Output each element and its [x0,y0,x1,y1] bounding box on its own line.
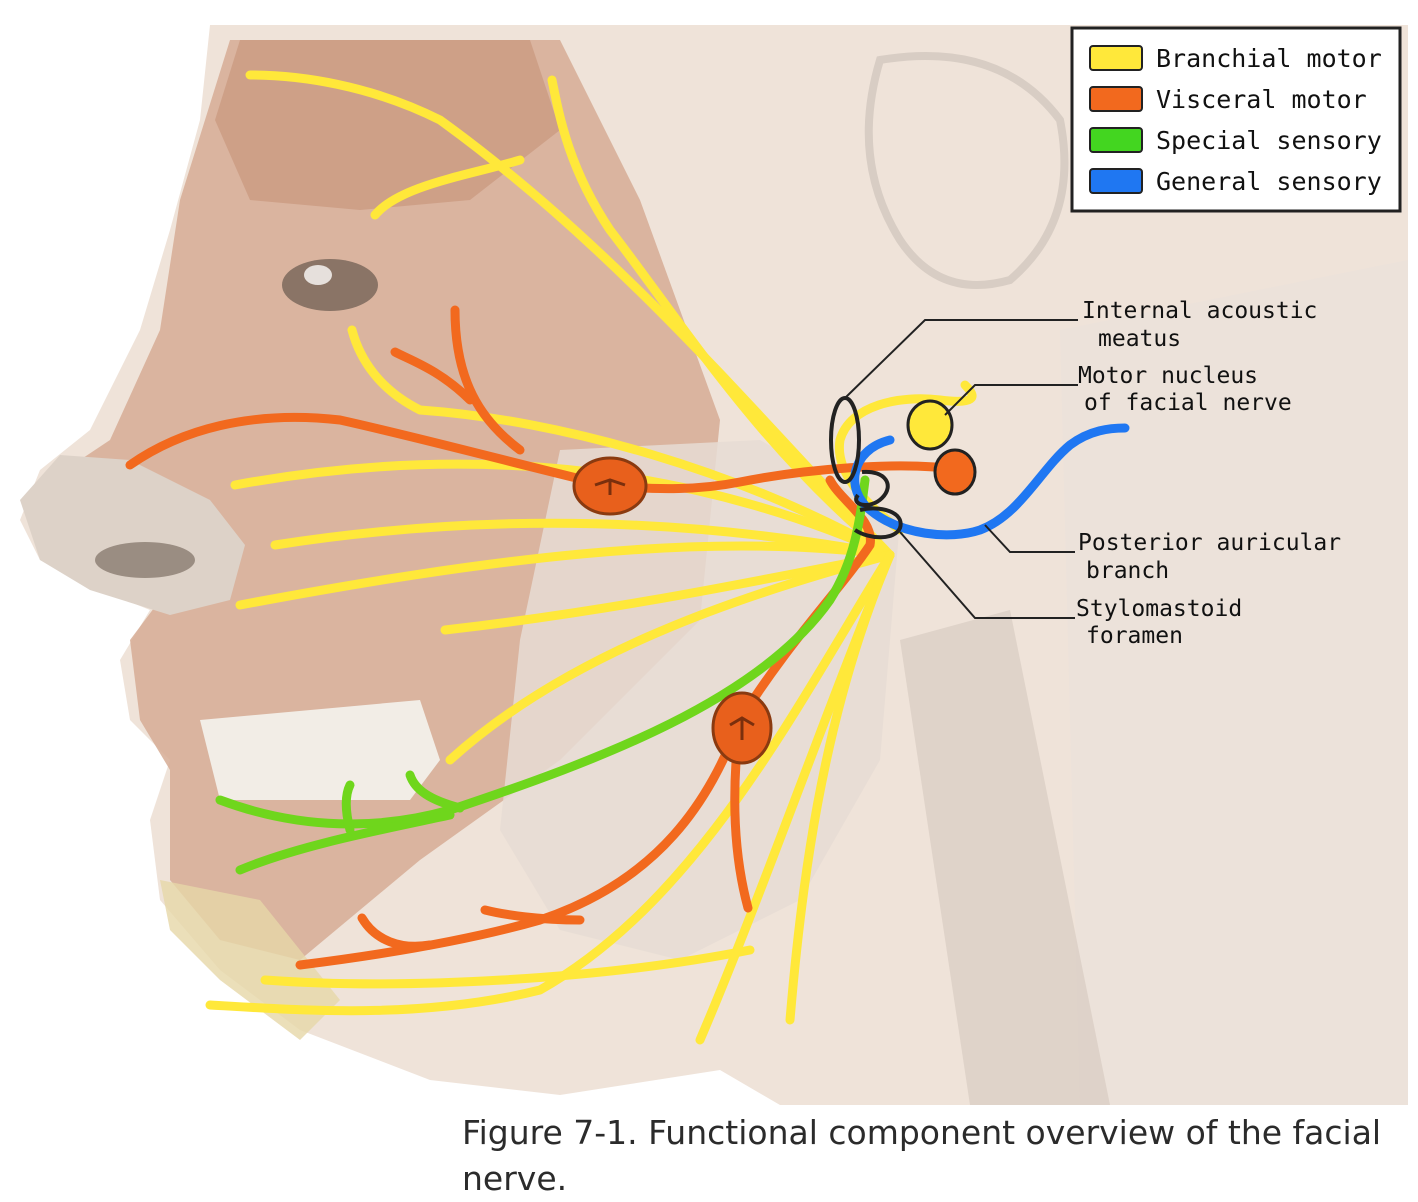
special-sensory-nerves [215,475,870,875]
nerve-paths [125,70,1130,1045]
chin [160,880,340,1040]
teeth [200,700,440,800]
motor-nucleus [906,399,954,451]
legend-swatch [1089,127,1143,153]
legend-swatch [1089,168,1143,194]
general-sensory-nerves [850,423,1130,540]
callout-stylomastoid-line2: foramen [1086,623,1183,649]
callout-posterior-auricular-line1: Posterior auricular [1078,530,1341,556]
salivatory-nucleus [933,448,977,496]
ganglia [572,456,773,765]
legend-label: General sensory [1156,167,1382,196]
callouts: Internal acoustic meatus Motor nucleus o… [1076,298,1341,649]
brainstem-nuclei [829,396,977,540]
callout-posterior-auricular-line2: branch [1086,558,1169,584]
ear-outline [864,52,1069,289]
legend-swatch [1089,86,1143,112]
nostril [95,542,195,578]
callout-leaders [844,319,1078,619]
eye [282,259,378,311]
callout-stylomastoid-line1: Stylomastoid [1076,596,1242,622]
legend-swatch [1089,45,1143,71]
callout-motor-nucleus-line1: Motor nucleus [1078,363,1258,389]
callout-internal-acoustic-line1: Internal acoustic [1082,298,1317,324]
callout-motor-nucleus-line2: of facial nerve [1084,390,1292,416]
nose [20,455,245,615]
neck-muscle [900,610,1110,1105]
figure-caption: Figure 7-1. Functional component overvie… [462,1113,1382,1198]
callout-internal-acoustic-line2: meatus [1098,326,1181,352]
branchial-motor-nerves [205,70,977,1045]
stylomastoid-foramen [853,469,903,540]
legend-label: Visceral motor [1156,85,1367,114]
legend-label: Special sensory [1156,126,1382,155]
legend-label: Branchial motor [1156,44,1382,73]
neck-region [1060,260,1408,1105]
eye-highlight [304,265,332,285]
